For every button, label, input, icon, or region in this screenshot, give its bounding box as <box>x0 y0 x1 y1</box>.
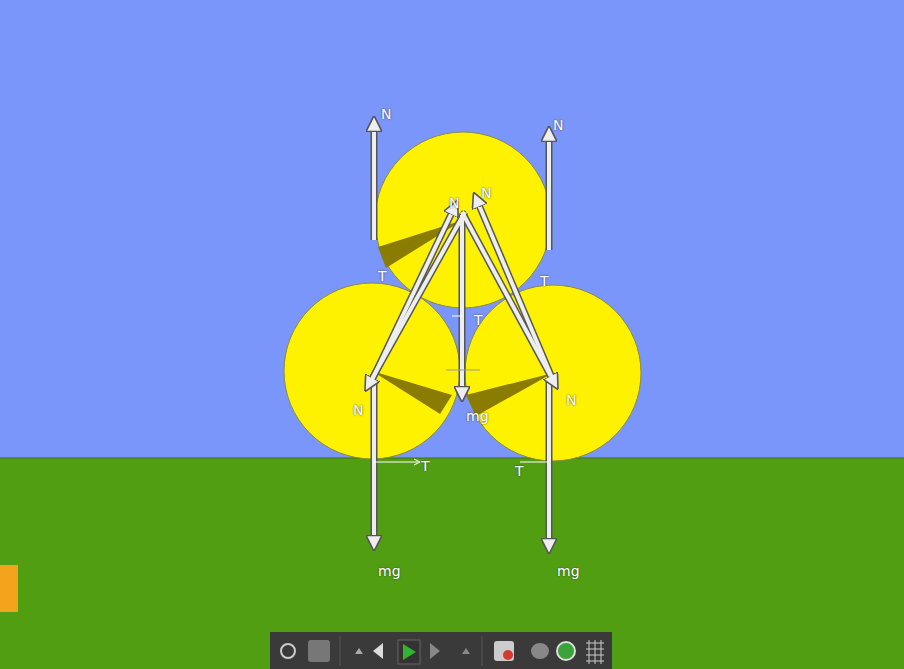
force-label: N <box>381 106 391 122</box>
force-label: N <box>449 195 459 211</box>
force-label: N <box>353 402 363 418</box>
tension-label: T <box>378 268 387 284</box>
force-label: N <box>566 392 576 408</box>
yellow-balls <box>284 132 641 461</box>
side-tab <box>0 565 18 612</box>
tension-label: T <box>421 458 430 474</box>
tension-label: T <box>515 463 524 479</box>
weight-label: mg <box>378 563 401 579</box>
weight-label: mg <box>557 563 580 579</box>
ground <box>0 458 904 669</box>
tension-label: T <box>474 312 483 328</box>
force-label: N <box>553 117 563 133</box>
toolbar <box>270 632 612 669</box>
force-arrows <box>368 122 555 548</box>
sky <box>0 0 904 458</box>
force-label: N <box>481 185 491 201</box>
weight-label: mg <box>466 408 489 424</box>
tension-label: T <box>540 273 549 289</box>
